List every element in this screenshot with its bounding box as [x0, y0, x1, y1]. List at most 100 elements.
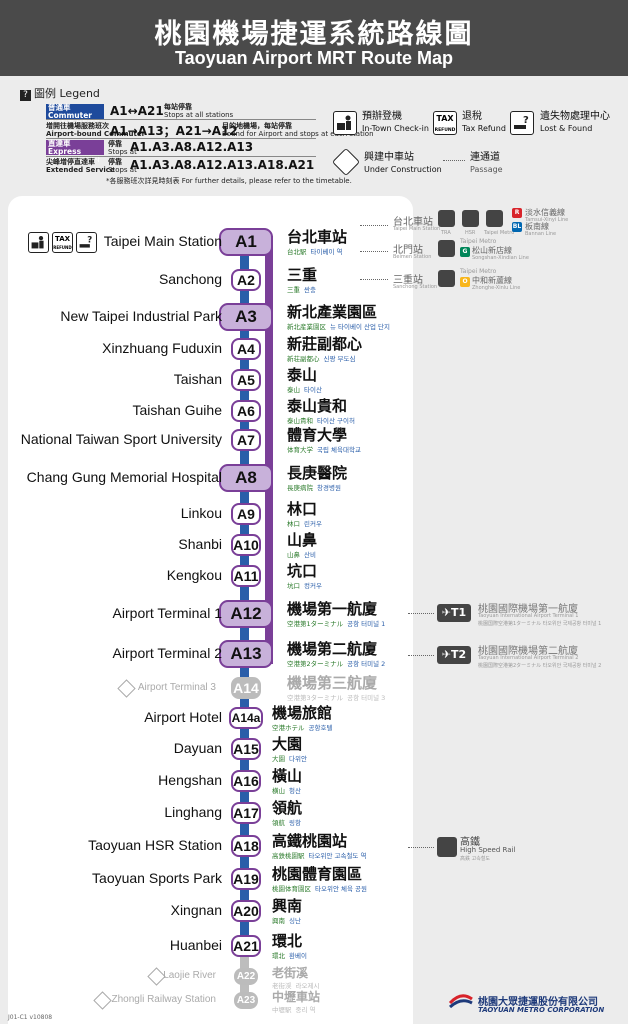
station-name-zh: 體育大學	[287, 426, 348, 444]
station-code-a20[interactable]: A20	[231, 900, 261, 922]
station-code-a21[interactable]: A21	[231, 935, 261, 957]
station-code-a17[interactable]: A17	[231, 802, 261, 824]
station-name-zh: 新莊副都心	[287, 335, 363, 353]
hsr-train-icon	[437, 837, 457, 857]
passage-dots	[408, 655, 434, 656]
station-code-a9[interactable]: A9	[231, 503, 261, 525]
hsr-sub: 高鉄 고속철도	[460, 856, 490, 862]
station-name-en: Laojie River	[163, 970, 216, 981]
station-name-ko: 헝산	[289, 787, 301, 795]
station-name-ko: 타이산 구이허	[317, 417, 355, 425]
station-name-zh: 泰山	[287, 366, 318, 384]
a1-transfer-station-en: Taipei Main Station	[393, 226, 441, 232]
terminal-1-en: Taoyuan International Airport Terminal 1	[478, 613, 579, 619]
station-code-a7[interactable]: A7	[231, 429, 261, 451]
legend-title: ?圖例 Legend	[20, 85, 100, 101]
commuter-track	[240, 236, 249, 956]
beimen-station-en: Beimen Station	[393, 254, 432, 260]
station-name-ko: 라오제시	[295, 982, 320, 990]
station-name-jp: 山鼻	[287, 551, 300, 559]
station-name-jp: 空港第1ターミナル	[287, 620, 344, 628]
station-name-zh: 林口	[287, 500, 318, 518]
station-code-a16[interactable]: A16	[231, 770, 261, 792]
station-name-jp: 横山	[272, 787, 285, 795]
station-name-jp: 三重	[287, 286, 300, 294]
station-name-zh: 橫山	[272, 767, 303, 785]
svg-text:?: ?	[87, 235, 92, 245]
o-line-badge: O	[460, 277, 470, 287]
station-code-a14a[interactable]: A14a	[229, 707, 263, 729]
hsr-train-icon	[462, 210, 479, 227]
station-code-a4[interactable]: A4	[231, 338, 261, 360]
airport-bound-range: A1→A13；A21→A12	[110, 124, 238, 138]
o-line-zh: 中和新蘆線	[472, 276, 512, 285]
station-name-jp: 空港ホテル	[272, 724, 305, 732]
station-code-a3[interactable]: A3	[219, 303, 273, 331]
station-name-zh: 坑口	[287, 562, 318, 580]
station-code-a13[interactable]: A13	[219, 640, 273, 668]
svg-text:?: ?	[523, 115, 529, 126]
station-code-a12[interactable]: A12	[219, 600, 273, 628]
station-code-a10[interactable]: A10	[231, 534, 261, 556]
logo-en: TAOYUAN METRO CORPORATION	[478, 1006, 605, 1014]
station-name-ko: 공항 터미널 1	[347, 620, 386, 628]
station-name-jp: 高鉄桃園駅	[272, 852, 305, 860]
passage-icon	[443, 160, 465, 161]
station-name-en: Airport Hotel	[144, 709, 222, 725]
station-code-a8[interactable]: A8	[219, 464, 273, 492]
station-code-a15[interactable]: A15	[231, 738, 261, 760]
terminal-2-sub: 桃園国際空港第2ターミナル 타오위안 국제공항 터미널 2	[478, 663, 602, 669]
station-code-a5[interactable]: A5	[231, 369, 261, 391]
station-name-zh: 機場旅館	[272, 704, 333, 722]
station-code-a2[interactable]: A2	[231, 269, 261, 291]
station-name-zh: 長庚醫院	[287, 464, 348, 482]
beimen-station: 北門站	[393, 245, 423, 256]
station-name-en: Shanbi	[178, 536, 222, 552]
station-code-a6[interactable]: A6	[231, 400, 261, 422]
station-name-en: Zhongli Railway Station	[111, 994, 217, 1005]
taoyuan-metro-logo-icon	[448, 994, 473, 1009]
station-code-a11[interactable]: A11	[231, 565, 261, 587]
station-name-jp: 空港第2ターミナル	[287, 660, 344, 668]
station-code-a19[interactable]: A19	[231, 868, 261, 890]
station-name-zh: 機場第三航廈	[287, 674, 378, 692]
passage-dots	[360, 279, 388, 280]
station-name-zh: 山鼻	[287, 531, 318, 549]
metro-train-icon	[438, 240, 455, 257]
station-name-jp: 興南	[272, 917, 285, 925]
station-name-jp: 泰山	[287, 386, 300, 394]
g-line-zh: 松山新店線	[472, 246, 512, 255]
station-name-zh: 泰山貴和	[287, 397, 348, 415]
station-code-a22[interactable]: A22	[234, 967, 258, 985]
station-code-a23[interactable]: A23	[234, 991, 258, 1009]
station-code-a14[interactable]: A14	[231, 677, 261, 699]
station-name-jp: 桃園体育園区	[272, 885, 311, 893]
station-code-a18[interactable]: A18	[231, 835, 261, 857]
station-code-a1[interactable]: A1	[219, 228, 273, 256]
station-name-ko: 싼충	[304, 286, 316, 294]
station-name-ko: 산비	[304, 551, 316, 559]
station-name-ko: 뉴 타이베이 산업 단지	[330, 323, 391, 331]
station-name-en: Xinzhuang Fuduxin	[102, 340, 222, 356]
r-line-en: Tamsui-Xinyi Line	[525, 217, 569, 223]
extended-stops: A1.A3.A8.A12.A13.A18.A21	[130, 158, 315, 172]
legend-divider	[46, 119, 316, 120]
station-name-en: Chang Gung Memorial Hospital	[26, 469, 222, 485]
o-line-en: Zhonghe-Xinlu Line	[472, 285, 521, 291]
hsr-zh: 高鐵	[460, 837, 480, 848]
